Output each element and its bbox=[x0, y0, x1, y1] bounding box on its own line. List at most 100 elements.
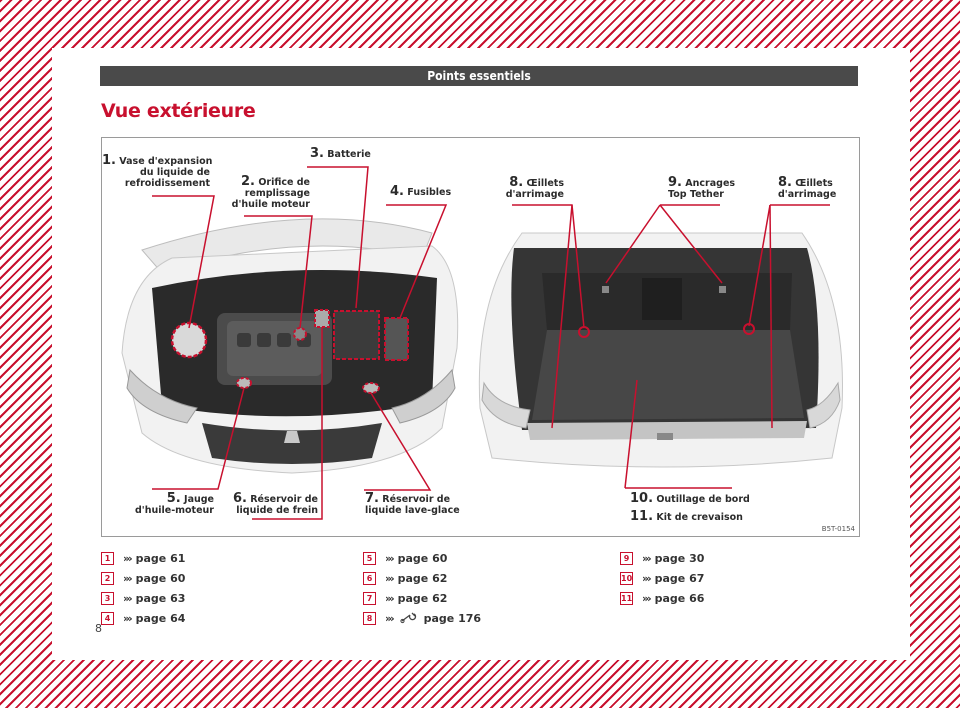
reference-badge: 1 bbox=[101, 551, 114, 565]
page-link[interactable]: page 62 bbox=[397, 571, 448, 585]
callout-number: 8. bbox=[778, 175, 792, 190]
reference-row: 4 ››› page 64 bbox=[101, 608, 185, 628]
callout-line: Fusibles bbox=[407, 187, 452, 198]
callout-tie-down-right: 8. Œillets d'arrimage bbox=[778, 175, 837, 200]
reference-row: 2 ››› page 60 bbox=[101, 568, 185, 588]
reference-row: 10 ››› page 67 bbox=[620, 568, 704, 588]
callout-number: 5. bbox=[166, 491, 181, 506]
page-link[interactable]: page 67 bbox=[654, 571, 705, 585]
callout-line: d'arrimage bbox=[778, 189, 837, 200]
callout-line: du liquide de bbox=[140, 167, 210, 178]
reference-badge: 10 bbox=[620, 571, 633, 585]
callout-washer-reservoir: 7. Réservoir de liquide lave-glace bbox=[365, 491, 460, 516]
callout-number: 9. bbox=[668, 175, 682, 190]
figure-illustration bbox=[121, 166, 843, 520]
reference-row: 3 ››› page 63 bbox=[101, 588, 185, 608]
callout-number: 6. bbox=[232, 491, 247, 506]
page-link[interactable]: page 64 bbox=[135, 611, 186, 625]
page-number: 8 bbox=[95, 622, 102, 635]
page-link[interactable]: page 176 bbox=[423, 611, 482, 625]
reference-row: 9 ››› page 30 bbox=[620, 548, 704, 568]
arrows-icon: ››› bbox=[385, 611, 395, 625]
reference-badge: 4 bbox=[101, 611, 114, 625]
arrows-icon: ››› bbox=[123, 611, 133, 625]
trunk-illustration bbox=[478, 232, 843, 468]
reference-row: 8 ››› page 176 bbox=[363, 608, 481, 628]
callout-line: Œillets bbox=[795, 178, 833, 189]
callout-tool-kit: 10. Outillage de bord bbox=[630, 491, 750, 506]
callout-fuses: 4. Fusibles bbox=[390, 184, 452, 199]
callout-line: Outillage de bord bbox=[656, 494, 750, 505]
callout-number: 7. bbox=[365, 491, 379, 506]
page-link[interactable]: page 60 bbox=[135, 571, 186, 585]
figure-code: B5T-0154 bbox=[821, 525, 855, 533]
callout-puncture-kit: 11. Kit de crevaison bbox=[630, 509, 743, 524]
reference-badge: 11 bbox=[620, 591, 633, 605]
arrows-icon: ››› bbox=[642, 591, 652, 605]
page-link[interactable]: page 66 bbox=[654, 591, 705, 605]
arrows-icon: ››› bbox=[385, 551, 395, 565]
reference-badge: 6 bbox=[363, 571, 376, 585]
callout-line: Kit de crevaison bbox=[656, 512, 743, 523]
reference-badge: 7 bbox=[363, 591, 376, 605]
page-link[interactable]: page 61 bbox=[135, 551, 186, 565]
reference-badge: 3 bbox=[101, 591, 114, 605]
arrows-icon: ››› bbox=[385, 591, 395, 605]
callout-number: 2. bbox=[241, 174, 255, 189]
reference-badge: 9 bbox=[620, 551, 633, 565]
callout-line: d'arrimage bbox=[505, 189, 564, 200]
arrows-icon: ››› bbox=[642, 571, 652, 585]
callout-top-tether: 9. Ancrages Top Tether bbox=[668, 175, 736, 200]
page-link[interactable]: page 30 bbox=[654, 551, 705, 565]
callout-line: Batterie bbox=[327, 149, 371, 160]
exterior-view-figure: 1. Vase d'expansion du liquide de refroi… bbox=[101, 137, 860, 537]
callout-line: Réservoir de bbox=[250, 494, 318, 505]
callout-dipstick: 5. Jauge d'huile-moteur bbox=[102, 491, 214, 516]
callout-line: Ancrages bbox=[685, 178, 736, 189]
callout-line: liquide de frein bbox=[236, 505, 318, 516]
arrows-icon: ››› bbox=[642, 551, 652, 565]
callout-tie-down-left: 8. Œillets d'arrimage bbox=[482, 175, 565, 200]
arrows-icon: ››› bbox=[123, 571, 133, 585]
callout-line: Œillets bbox=[526, 178, 565, 189]
callout-number: 10. bbox=[630, 491, 654, 506]
callout-number: 8. bbox=[509, 175, 524, 190]
callout-battery: 3. Batterie bbox=[310, 146, 371, 161]
callout-line: Réservoir de bbox=[382, 494, 451, 505]
page-link[interactable]: page 63 bbox=[135, 591, 186, 605]
callout-line: Vase d'expansion bbox=[119, 156, 213, 167]
wrench-icon bbox=[400, 612, 416, 624]
reference-column-1: 1 ››› page 61 2 ››› page 60 3 ››› page 6… bbox=[101, 548, 185, 628]
section-header: Points essentiels bbox=[100, 66, 858, 86]
callout-brake-reservoir: 6. Réservoir de liquide de frein bbox=[212, 491, 318, 516]
callout-line: refroidissement bbox=[124, 178, 210, 189]
callout-line: Jauge bbox=[184, 494, 214, 505]
page-link[interactable]: page 60 bbox=[397, 551, 448, 565]
leader-lines bbox=[152, 166, 830, 520]
reference-row: 5 ››› page 60 bbox=[363, 548, 481, 568]
callout-number: 4. bbox=[390, 184, 404, 199]
reference-row: 11 ››› page 66 bbox=[620, 588, 704, 608]
callout-line: Top Tether bbox=[668, 189, 724, 200]
page-link[interactable]: page 62 bbox=[397, 591, 448, 605]
callout-number: 1. bbox=[102, 153, 116, 168]
reference-column-3: 9 ››› page 30 10 ››› page 67 11 ››› page… bbox=[620, 548, 704, 608]
callout-number: 3. bbox=[310, 146, 324, 161]
callout-line: Orifice de bbox=[258, 177, 310, 188]
callout-oil-filler: 2. Orifice de remplissage d'huile moteur bbox=[202, 174, 310, 210]
arrows-icon: ››› bbox=[123, 551, 133, 565]
callout-line: d'huile moteur bbox=[231, 199, 310, 210]
callout-line: liquide lave-glace bbox=[365, 505, 460, 516]
arrows-icon: ››› bbox=[123, 591, 133, 605]
reference-column-2: 5 ››› page 60 6 ››› page 62 7 ››› page 6… bbox=[363, 548, 481, 628]
page-title: Vue extérieure bbox=[101, 100, 256, 122]
reference-row: 7 ››› page 62 bbox=[363, 588, 481, 608]
reference-row: 6 ››› page 62 bbox=[363, 568, 481, 588]
callout-line: d'huile-moteur bbox=[135, 505, 214, 516]
reference-badge: 5 bbox=[363, 551, 376, 565]
callout-line: remplissage bbox=[244, 188, 310, 199]
callout-number: 11. bbox=[630, 509, 654, 524]
reference-row: 1 ››› page 61 bbox=[101, 548, 185, 568]
reference-badge: 2 bbox=[101, 571, 114, 585]
arrows-icon: ››› bbox=[385, 571, 395, 585]
